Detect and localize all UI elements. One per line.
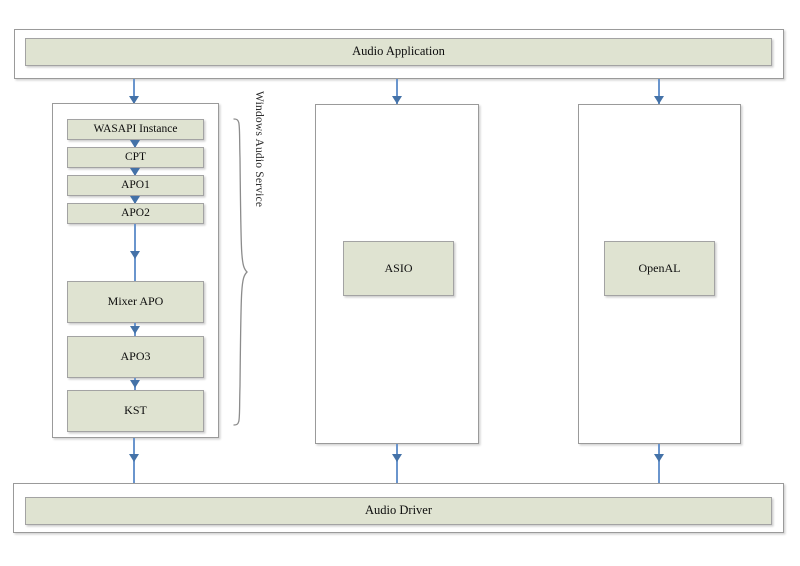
windows-audio-service-brace: [233, 118, 249, 426]
audio-driver-box[interactable]: Audio Driver: [25, 497, 772, 525]
arrowhead-icon: [130, 325, 140, 334]
arrow-apo1-to-apo2: [130, 195, 140, 204]
arrow-app-to-asio: [392, 79, 402, 104]
arrow-asio-to-driver: [392, 444, 402, 483]
arrow-apo3-to-kst: [130, 378, 140, 390]
node-label: APO1: [121, 179, 150, 192]
arrowhead-icon: [129, 96, 139, 104]
arrowhead-icon: [392, 96, 402, 104]
node-cpt[interactable]: CPT: [67, 147, 204, 168]
arrowhead-icon: [654, 454, 664, 462]
node-openal[interactable]: OpenAL: [604, 241, 715, 296]
arrow-was-to-driver: [129, 438, 139, 483]
arrow-mixer-to-apo3: [130, 323, 140, 336]
arrow-wasapi-to-cpt: [130, 139, 140, 148]
node-label: KST: [124, 403, 147, 418]
arrow-apo2-to-mixer: [130, 224, 140, 281]
audio-application-label: Audio Application: [352, 44, 445, 59]
node-label: WASAPI Instance: [93, 123, 178, 136]
node-label: ASIO: [384, 260, 413, 275]
arrowhead-icon: [654, 96, 664, 104]
arrowhead-icon: [392, 454, 402, 462]
node-label: APO3: [120, 349, 151, 364]
arrowhead-icon: [130, 380, 140, 388]
node-label: CPT: [124, 151, 147, 164]
arrowhead-icon: [130, 251, 140, 259]
node-mixer-apo[interactable]: Mixer APO: [67, 281, 204, 323]
node-apo1[interactable]: APO1: [67, 175, 204, 196]
audio-driver-label: Audio Driver: [365, 503, 432, 518]
node-label: OpenAL: [638, 260, 681, 275]
audio-application-box[interactable]: Audio Application: [25, 38, 772, 66]
arrow-app-to-openal: [654, 79, 664, 104]
arrow-openal-to-driver: [654, 444, 664, 483]
node-kst[interactable]: KST: [67, 390, 204, 432]
arrow-app-to-was: [129, 79, 139, 104]
node-wasapi-instance[interactable]: WASAPI Instance: [67, 119, 204, 140]
node-asio[interactable]: ASIO: [343, 241, 454, 296]
arrowhead-icon: [129, 454, 139, 462]
node-apo3[interactable]: APO3: [67, 336, 204, 378]
arrowhead-icon: [130, 195, 140, 204]
arrowhead-icon: [130, 167, 140, 176]
arrow-cpt-to-apo1: [130, 167, 140, 176]
windows-audio-service-label: Windows Audio Service: [253, 91, 265, 208]
arrowhead-icon: [130, 139, 140, 148]
node-label: Mixer APO: [107, 294, 164, 309]
node-label: APO2: [121, 207, 150, 220]
node-apo2[interactable]: APO2: [67, 203, 204, 224]
